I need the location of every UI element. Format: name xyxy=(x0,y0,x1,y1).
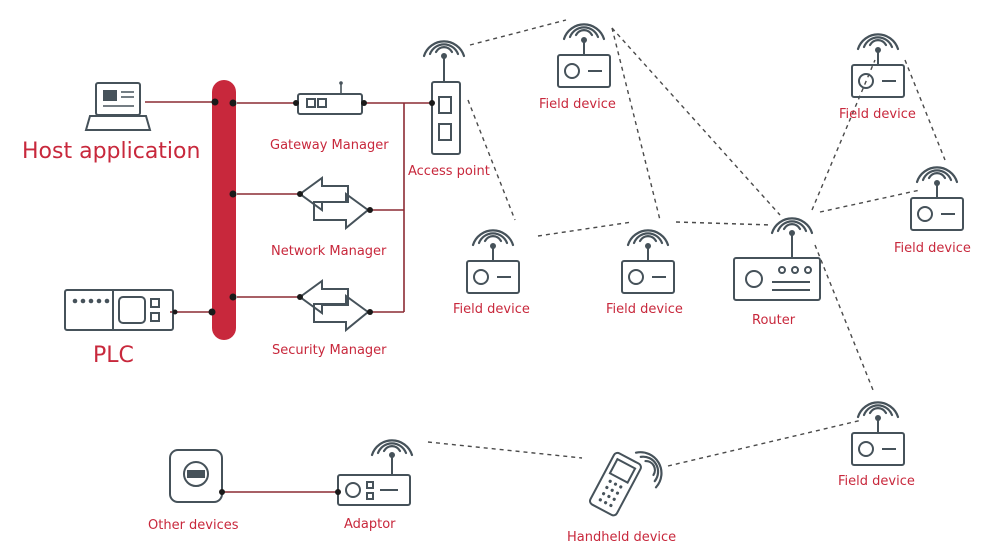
security-manager-label: Security Manager xyxy=(272,343,387,358)
access-point-label: Access point xyxy=(408,164,490,179)
network-manager-label: Network Manager xyxy=(271,244,387,259)
other-devices-label: Other devices xyxy=(148,518,239,533)
field-device-bottom-right-label: Field device xyxy=(838,474,915,489)
communication-bus xyxy=(212,80,236,340)
field-device-top-right-icon xyxy=(852,34,904,97)
gateway-manager-label: Gateway Manager xyxy=(270,138,389,153)
router-icon xyxy=(733,217,821,301)
bus-connection-dots xyxy=(172,98,237,316)
plc-label: PLC xyxy=(93,343,134,368)
field-device-right-icon xyxy=(911,167,963,230)
network-manager-icon xyxy=(297,176,373,231)
handheld-device-icon xyxy=(589,444,670,517)
field-device-center-label: Field device xyxy=(606,302,683,317)
adaptor-label: Adaptor xyxy=(344,517,396,532)
field-device-center-icon xyxy=(622,230,674,293)
plc-icon xyxy=(64,289,174,331)
field-device-top-right-label: Field device xyxy=(839,107,916,122)
wireless-links xyxy=(427,19,946,467)
field-device-top-label: Field device xyxy=(539,97,616,112)
field-device-bottom-right-icon xyxy=(852,402,904,465)
handheld-device-label: Handheld device xyxy=(567,530,676,545)
access-point-icon xyxy=(422,40,466,155)
gateway-manager-icon xyxy=(293,81,367,115)
laptop-icon xyxy=(84,82,152,131)
wired-connections xyxy=(145,101,432,493)
field-device-right-label: Field device xyxy=(894,241,971,256)
adaptor-icon xyxy=(335,439,414,506)
host-application-label: Host application xyxy=(22,139,200,164)
field-device-left-label: Field device xyxy=(453,302,530,317)
other-devices-icon xyxy=(169,449,225,503)
field-device-top-icon xyxy=(558,24,610,87)
field-device-left-icon xyxy=(467,230,519,293)
security-manager-icon xyxy=(297,279,373,333)
router-label: Router xyxy=(752,313,796,328)
